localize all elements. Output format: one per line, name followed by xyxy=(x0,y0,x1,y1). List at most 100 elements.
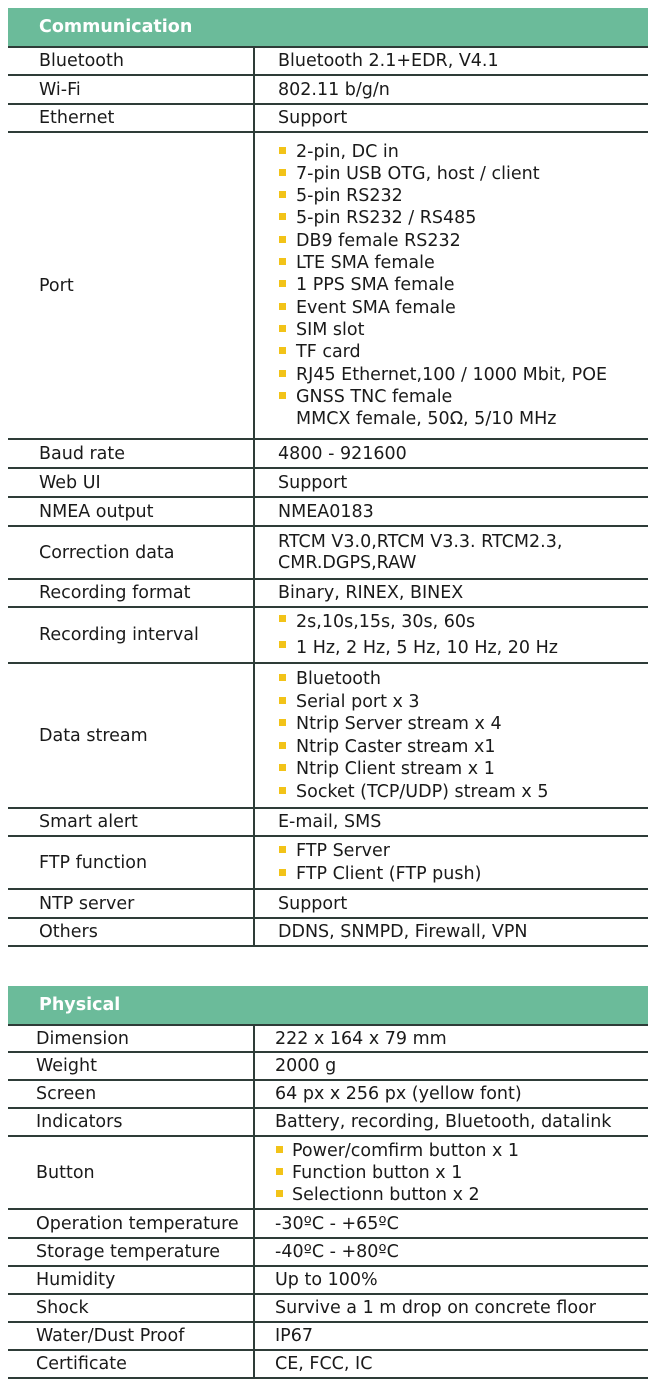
row-label: Bluetooth xyxy=(8,46,255,76)
row-value: Bluetooth 2.1+EDR, V4.1 xyxy=(254,46,648,76)
value-line: RTCM V3.0,RTCM V3.3. RTCM2.3, xyxy=(278,531,563,552)
value-line: CMR.DGPS,RAW xyxy=(278,552,417,573)
list-item: Bluetooth xyxy=(278,668,648,691)
list-item: DB9 female RS232 xyxy=(278,230,648,252)
table-row: Ethernet Support xyxy=(8,104,648,133)
communication-table: Bluetooth Bluetooth 2.1+EDR, V4.1 Wi-Fi … xyxy=(8,46,648,947)
list-item: LTE SMA female xyxy=(278,252,648,274)
table-row: Recording interval 2s,10s,15s, 30s, 60s … xyxy=(8,607,648,664)
list-item: FTP Client (FTP push) xyxy=(278,863,648,886)
list-item: Power/comfirm button x 1 xyxy=(275,1140,648,1162)
row-value: 64 px x 256 px (yellow font) xyxy=(254,1080,648,1109)
list-item: 2s,10s,15s, 30s, 60s xyxy=(278,609,648,635)
table-row: Humidity Up to 100% xyxy=(8,1266,648,1295)
list-item: 5-pin RS232 xyxy=(278,185,648,207)
list-item: 5-pin RS232 / RS485 xyxy=(278,207,648,229)
row-label: Recording interval xyxy=(8,607,255,664)
table-row: Data stream Bluetooth Serial port x 3 Nt… xyxy=(8,663,648,809)
row-label: Data stream xyxy=(8,663,255,809)
list-item: Socket (TCP/UDP) stream x 5 xyxy=(278,781,648,804)
table-row: Button Power/comfirm button x 1 Function… xyxy=(8,1136,648,1210)
table-row: Storage temperature -40ºC - +80ºC xyxy=(8,1238,648,1267)
row-value: CE, FCC, IC xyxy=(254,1350,648,1379)
row-value: Battery, recording, Bluetooth, datalink xyxy=(254,1108,648,1137)
list-item: Serial port x 3 xyxy=(278,691,648,714)
row-value: 802.11 b/g/n xyxy=(254,75,648,105)
list-item-continuation: MMCX female, 50Ω, 5/10 MHz xyxy=(296,409,557,430)
row-value: 2s,10s,15s, 30s, 60s 1 Hz, 2 Hz, 5 Hz, 1… xyxy=(254,607,648,664)
data-stream-list: Bluetooth Serial port x 3 Ntrip Server s… xyxy=(278,668,648,803)
row-label: Ethernet xyxy=(8,104,255,133)
port-list: 2-pin, DC in 7-pin USB OTG, host / clien… xyxy=(278,141,648,431)
row-label: Screen xyxy=(8,1080,255,1109)
row-value: Support xyxy=(254,468,648,498)
table-row: Shock Survive a 1 m drop on concrete flo… xyxy=(8,1294,648,1323)
list-item: TF card xyxy=(278,341,648,363)
row-value: -40ºC - +80ºC xyxy=(254,1238,648,1267)
list-item: Selectionn button x 2 xyxy=(275,1184,648,1206)
table-row: Wi-Fi 802.11 b/g/n xyxy=(8,75,648,105)
row-value: 2-pin, DC in 7-pin USB OTG, host / clien… xyxy=(254,132,648,440)
button-list: Power/comfirm button x 1 Function button… xyxy=(275,1140,648,1206)
row-value: Power/comfirm button x 1 Function button… xyxy=(254,1136,648,1210)
table-row: Water/Dust Proof IP67 xyxy=(8,1322,648,1351)
interval-list: 2s,10s,15s, 30s, 60s 1 Hz, 2 Hz, 5 Hz, 1… xyxy=(278,609,648,661)
row-label: Operation temperature xyxy=(8,1209,255,1239)
row-value: IP67 xyxy=(254,1322,648,1351)
row-value: 2000 g xyxy=(254,1052,648,1081)
table-row: Port 2-pin, DC in 7-pin USB OTG, host / … xyxy=(8,132,648,440)
row-value: Survive a 1 m drop on concrete floor xyxy=(254,1294,648,1323)
row-label: Baud rate xyxy=(8,439,255,469)
list-item: GNSS TNC female xyxy=(278,386,648,408)
row-value: Up to 100% xyxy=(254,1266,648,1295)
table-row: Correction data RTCM V3.0,RTCM V3.3. RTC… xyxy=(8,526,648,580)
row-label: Button xyxy=(8,1136,255,1210)
row-value: Binary, RINEX, BINEX xyxy=(254,579,648,608)
row-value: FTP Server FTP Client (FTP push) xyxy=(254,836,648,890)
table-row: NTP server Support xyxy=(8,889,648,919)
row-label: NMEA output xyxy=(8,497,255,527)
physical-table: Dimension 222 x 164 x 79 mm Weight 2000 … xyxy=(8,1024,648,1379)
row-value: Support xyxy=(254,889,648,919)
physical-section: Physical Dimension 222 x 164 x 79 mm Wei… xyxy=(8,986,648,1379)
ftp-list: FTP Server FTP Client (FTP push) xyxy=(278,840,648,885)
table-row: FTP function FTP Server FTP Client (FTP … xyxy=(8,836,648,890)
list-item: Ntrip Caster stream x1 xyxy=(278,736,648,759)
row-label: Indicators xyxy=(8,1108,255,1137)
table-row: Smart alert E-mail, SMS xyxy=(8,808,648,837)
row-label: Web UI xyxy=(8,468,255,498)
row-label: Others xyxy=(8,918,255,947)
table-row: Baud rate 4800 - 921600 xyxy=(8,439,648,469)
table-row: Indicators Battery, recording, Bluetooth… xyxy=(8,1108,648,1137)
row-value: 222 x 164 x 79 mm xyxy=(254,1024,648,1053)
table-row: Weight 2000 g xyxy=(8,1052,648,1081)
row-label: Dimension xyxy=(8,1024,255,1053)
list-item: 1 PPS SMA female xyxy=(278,274,648,296)
table-row: Operation temperature -30ºC - +65ºC xyxy=(8,1209,648,1239)
row-value: NMEA0183 xyxy=(254,497,648,527)
row-value: RTCM V3.0,RTCM V3.3. RTCM2.3, CMR.DGPS,R… xyxy=(254,526,648,580)
row-value: 4800 - 921600 xyxy=(254,439,648,469)
row-label: FTP function xyxy=(8,836,255,890)
list-item: 7-pin USB OTG, host / client xyxy=(278,163,648,185)
row-label: Wi-Fi xyxy=(8,75,255,105)
table-row: NMEA output NMEA0183 xyxy=(8,497,648,527)
list-item: Ntrip Server stream x 4 xyxy=(278,713,648,736)
row-label: Certificate xyxy=(8,1350,255,1379)
row-value: DDNS, SNMPD, Firewall, VPN xyxy=(254,918,648,947)
table-row: Dimension 222 x 164 x 79 mm xyxy=(8,1024,648,1053)
row-label: Humidity xyxy=(8,1266,255,1295)
list-item: 1 Hz, 2 Hz, 5 Hz, 10 Hz, 20 Hz xyxy=(278,635,648,661)
table-row: Web UI Support xyxy=(8,468,648,498)
table-row: Certificate CE, FCC, IC xyxy=(8,1350,648,1379)
row-value: Bluetooth Serial port x 3 Ntrip Server s… xyxy=(254,663,648,809)
table-row: Screen 64 px x 256 px (yellow font) xyxy=(8,1080,648,1109)
list-item: Ntrip Client stream x 1 xyxy=(278,758,648,781)
table-row: Recording format Binary, RINEX, BINEX xyxy=(8,579,648,608)
row-label: NTP server xyxy=(8,889,255,919)
communication-header: Communication xyxy=(8,8,648,46)
list-item: FTP Server xyxy=(278,840,648,863)
row-label: Water/Dust Proof xyxy=(8,1322,255,1351)
table-row: Bluetooth Bluetooth 2.1+EDR, V4.1 xyxy=(8,46,648,76)
communication-section: Communication Bluetooth Bluetooth 2.1+ED… xyxy=(8,8,648,947)
